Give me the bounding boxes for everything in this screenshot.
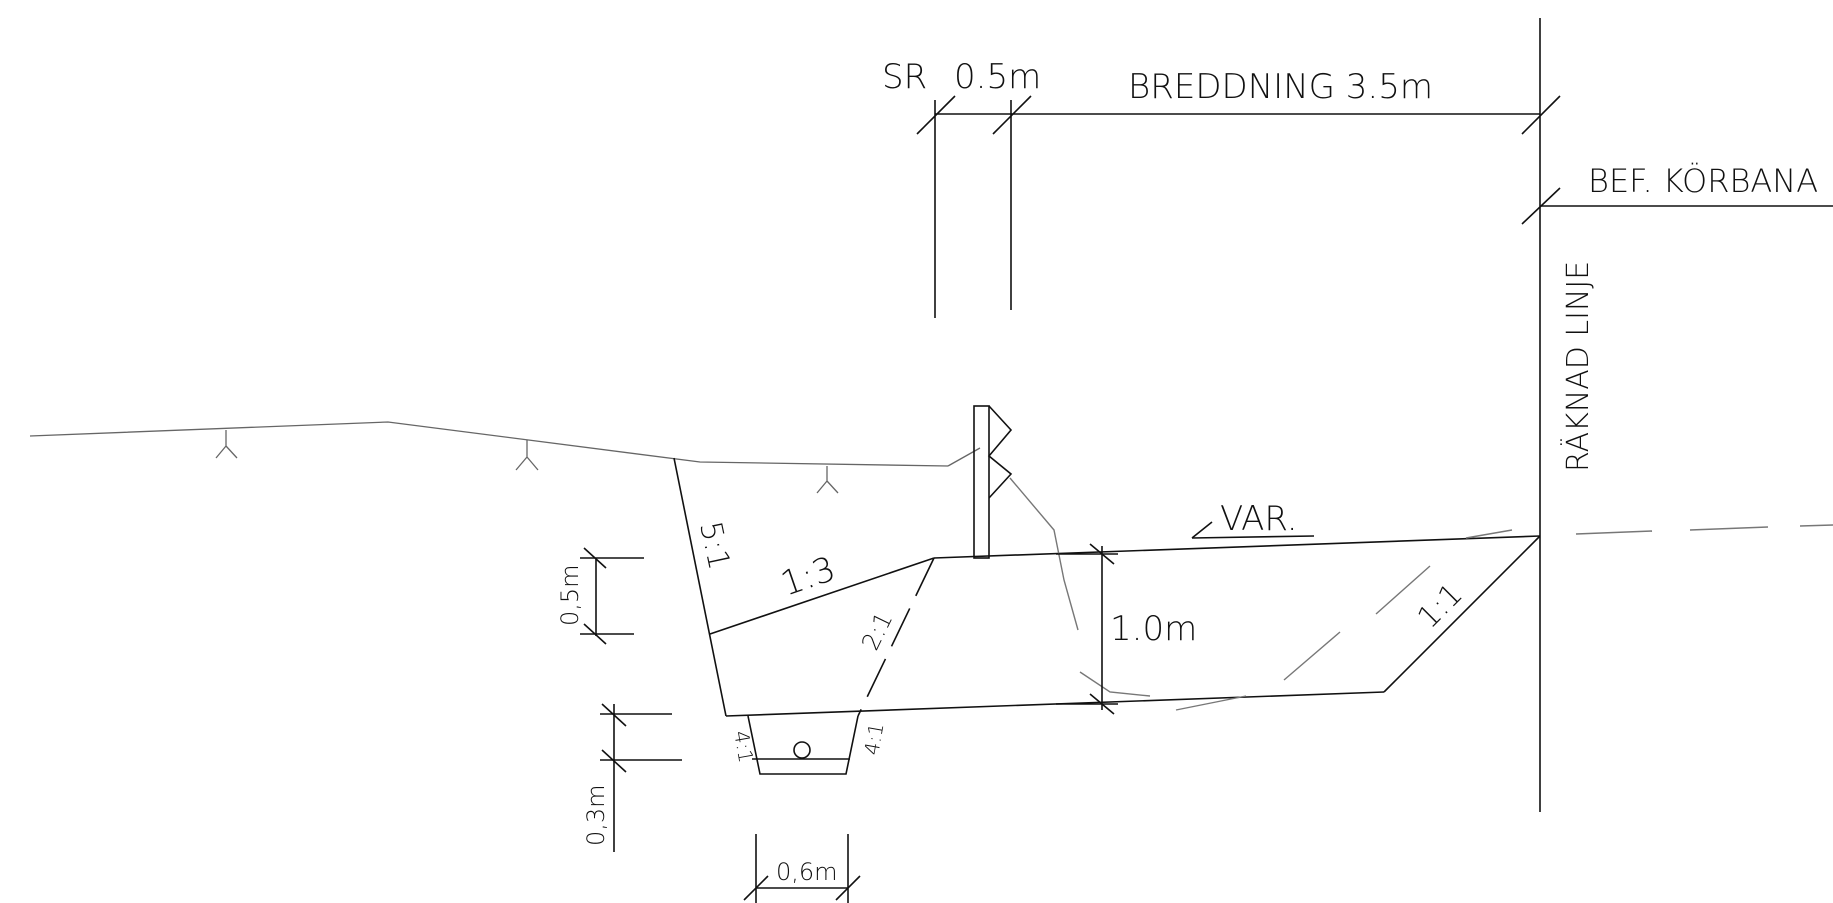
slope-4-1-left-label: 4:1: [729, 729, 758, 765]
top-dimension-lines: [916, 95, 1561, 318]
sub-grade-lines: [1009, 477, 1513, 711]
drain-trench: [747, 715, 859, 775]
slope-1-3-label: 1:3: [776, 549, 841, 605]
slope-5-1-label: 5:1: [692, 518, 736, 573]
road-continuation-dashed: [1575, 524, 1833, 535]
grass-symbol: [515, 440, 539, 471]
dimension-0-3m: [600, 703, 682, 852]
guard-rail: [973, 405, 1013, 559]
slope-2-1-label: 2:1: [856, 608, 898, 655]
dimension-0-6m: [743, 834, 861, 903]
dimension-0-5m: [580, 547, 644, 645]
dimension-1-0m-label: 1.0m: [1110, 609, 1197, 649]
slope-1-1-label: 1:1: [1411, 577, 1470, 636]
grass-symbol: [816, 466, 839, 494]
existing-ground-line: [29, 421, 981, 467]
dimension-1-0m: [1056, 543, 1118, 715]
dimension-0-3m-label: 0,3m: [582, 784, 610, 846]
var-label: VAR.: [1220, 499, 1298, 539]
slope-4-1-right-label: 4:1: [859, 721, 888, 757]
sr-label: SR: [882, 57, 927, 97]
bef-korbana-line: [1521, 187, 1833, 225]
grass-symbol: [215, 430, 238, 459]
breddning-label: BREDDNING 3.5m: [1128, 67, 1433, 107]
raknad-linje-label: RÄKNAD LINJE: [1560, 261, 1596, 472]
var-leader: [1191, 521, 1315, 539]
drain-pipe: [793, 741, 811, 759]
bef-korbana-label: BEF. KÖRBANA: [1588, 162, 1818, 200]
sr-width-label: 0.5m: [954, 57, 1041, 97]
dimension-0-5m-label: 0,5m: [556, 564, 584, 626]
excavation-outline: [673, 457, 1541, 717]
dimension-0-6m-label: 0,6m: [776, 858, 838, 886]
